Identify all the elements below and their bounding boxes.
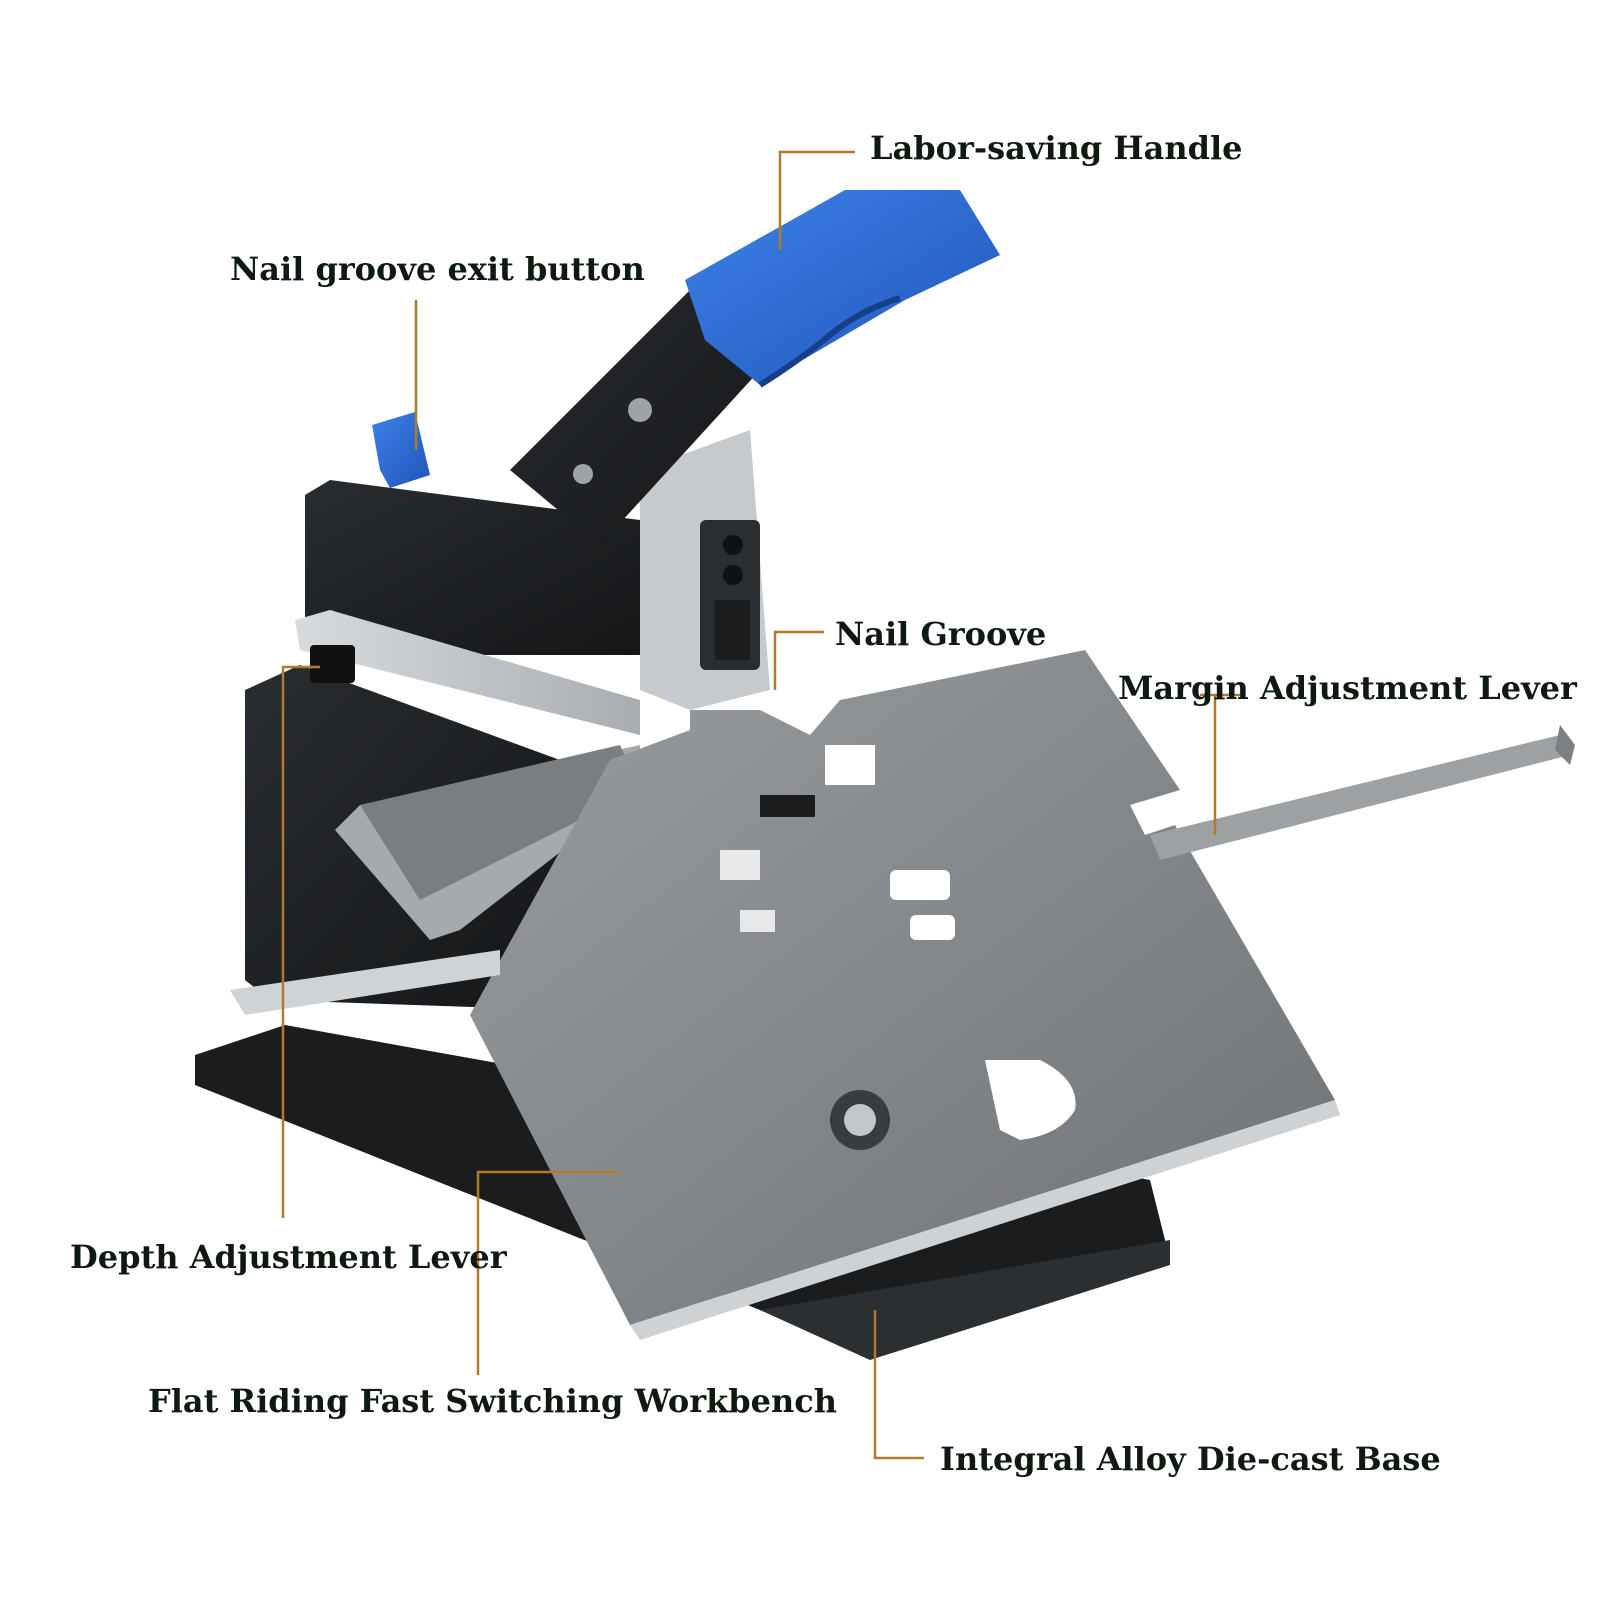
leader-margin [1200, 693, 1245, 835]
front-rail [230, 950, 500, 1015]
label-workbench: Flat Riding Fast Switching Workbench [148, 1382, 837, 1420]
label-nail-groove: Nail Groove [835, 615, 1047, 653]
leader-depth [281, 665, 320, 1218]
handle-arm [510, 290, 760, 545]
leader-handle [778, 150, 855, 250]
label-depth-adjustment-lever: Depth Adjustment Lever [70, 1238, 507, 1276]
steel-rail [295, 610, 640, 735]
nail-groove-exit-button [372, 412, 430, 488]
stapling-head [640, 430, 770, 710]
leader-lines [281, 150, 1245, 1460]
flat-workbench-plate [470, 650, 1340, 1340]
saddle-workbench-back [335, 745, 640, 940]
label-labor-saving-handle: Labor-saving Handle [870, 129, 1243, 167]
margin-adjustment-rod [1150, 725, 1575, 860]
label-die-cast-base: Integral Alloy Die-cast Base [940, 1440, 1441, 1478]
label-margin-adjustment-lever: Margin Adjustment Lever [1118, 669, 1577, 707]
leader-groove [773, 630, 824, 690]
leader-bench [476, 1170, 620, 1375]
leader-base [873, 1310, 924, 1460]
depth-knob [310, 645, 355, 683]
label-nail-groove-exit-button: Nail groove exit button [230, 250, 645, 288]
blue-handle-grip [685, 190, 1000, 388]
